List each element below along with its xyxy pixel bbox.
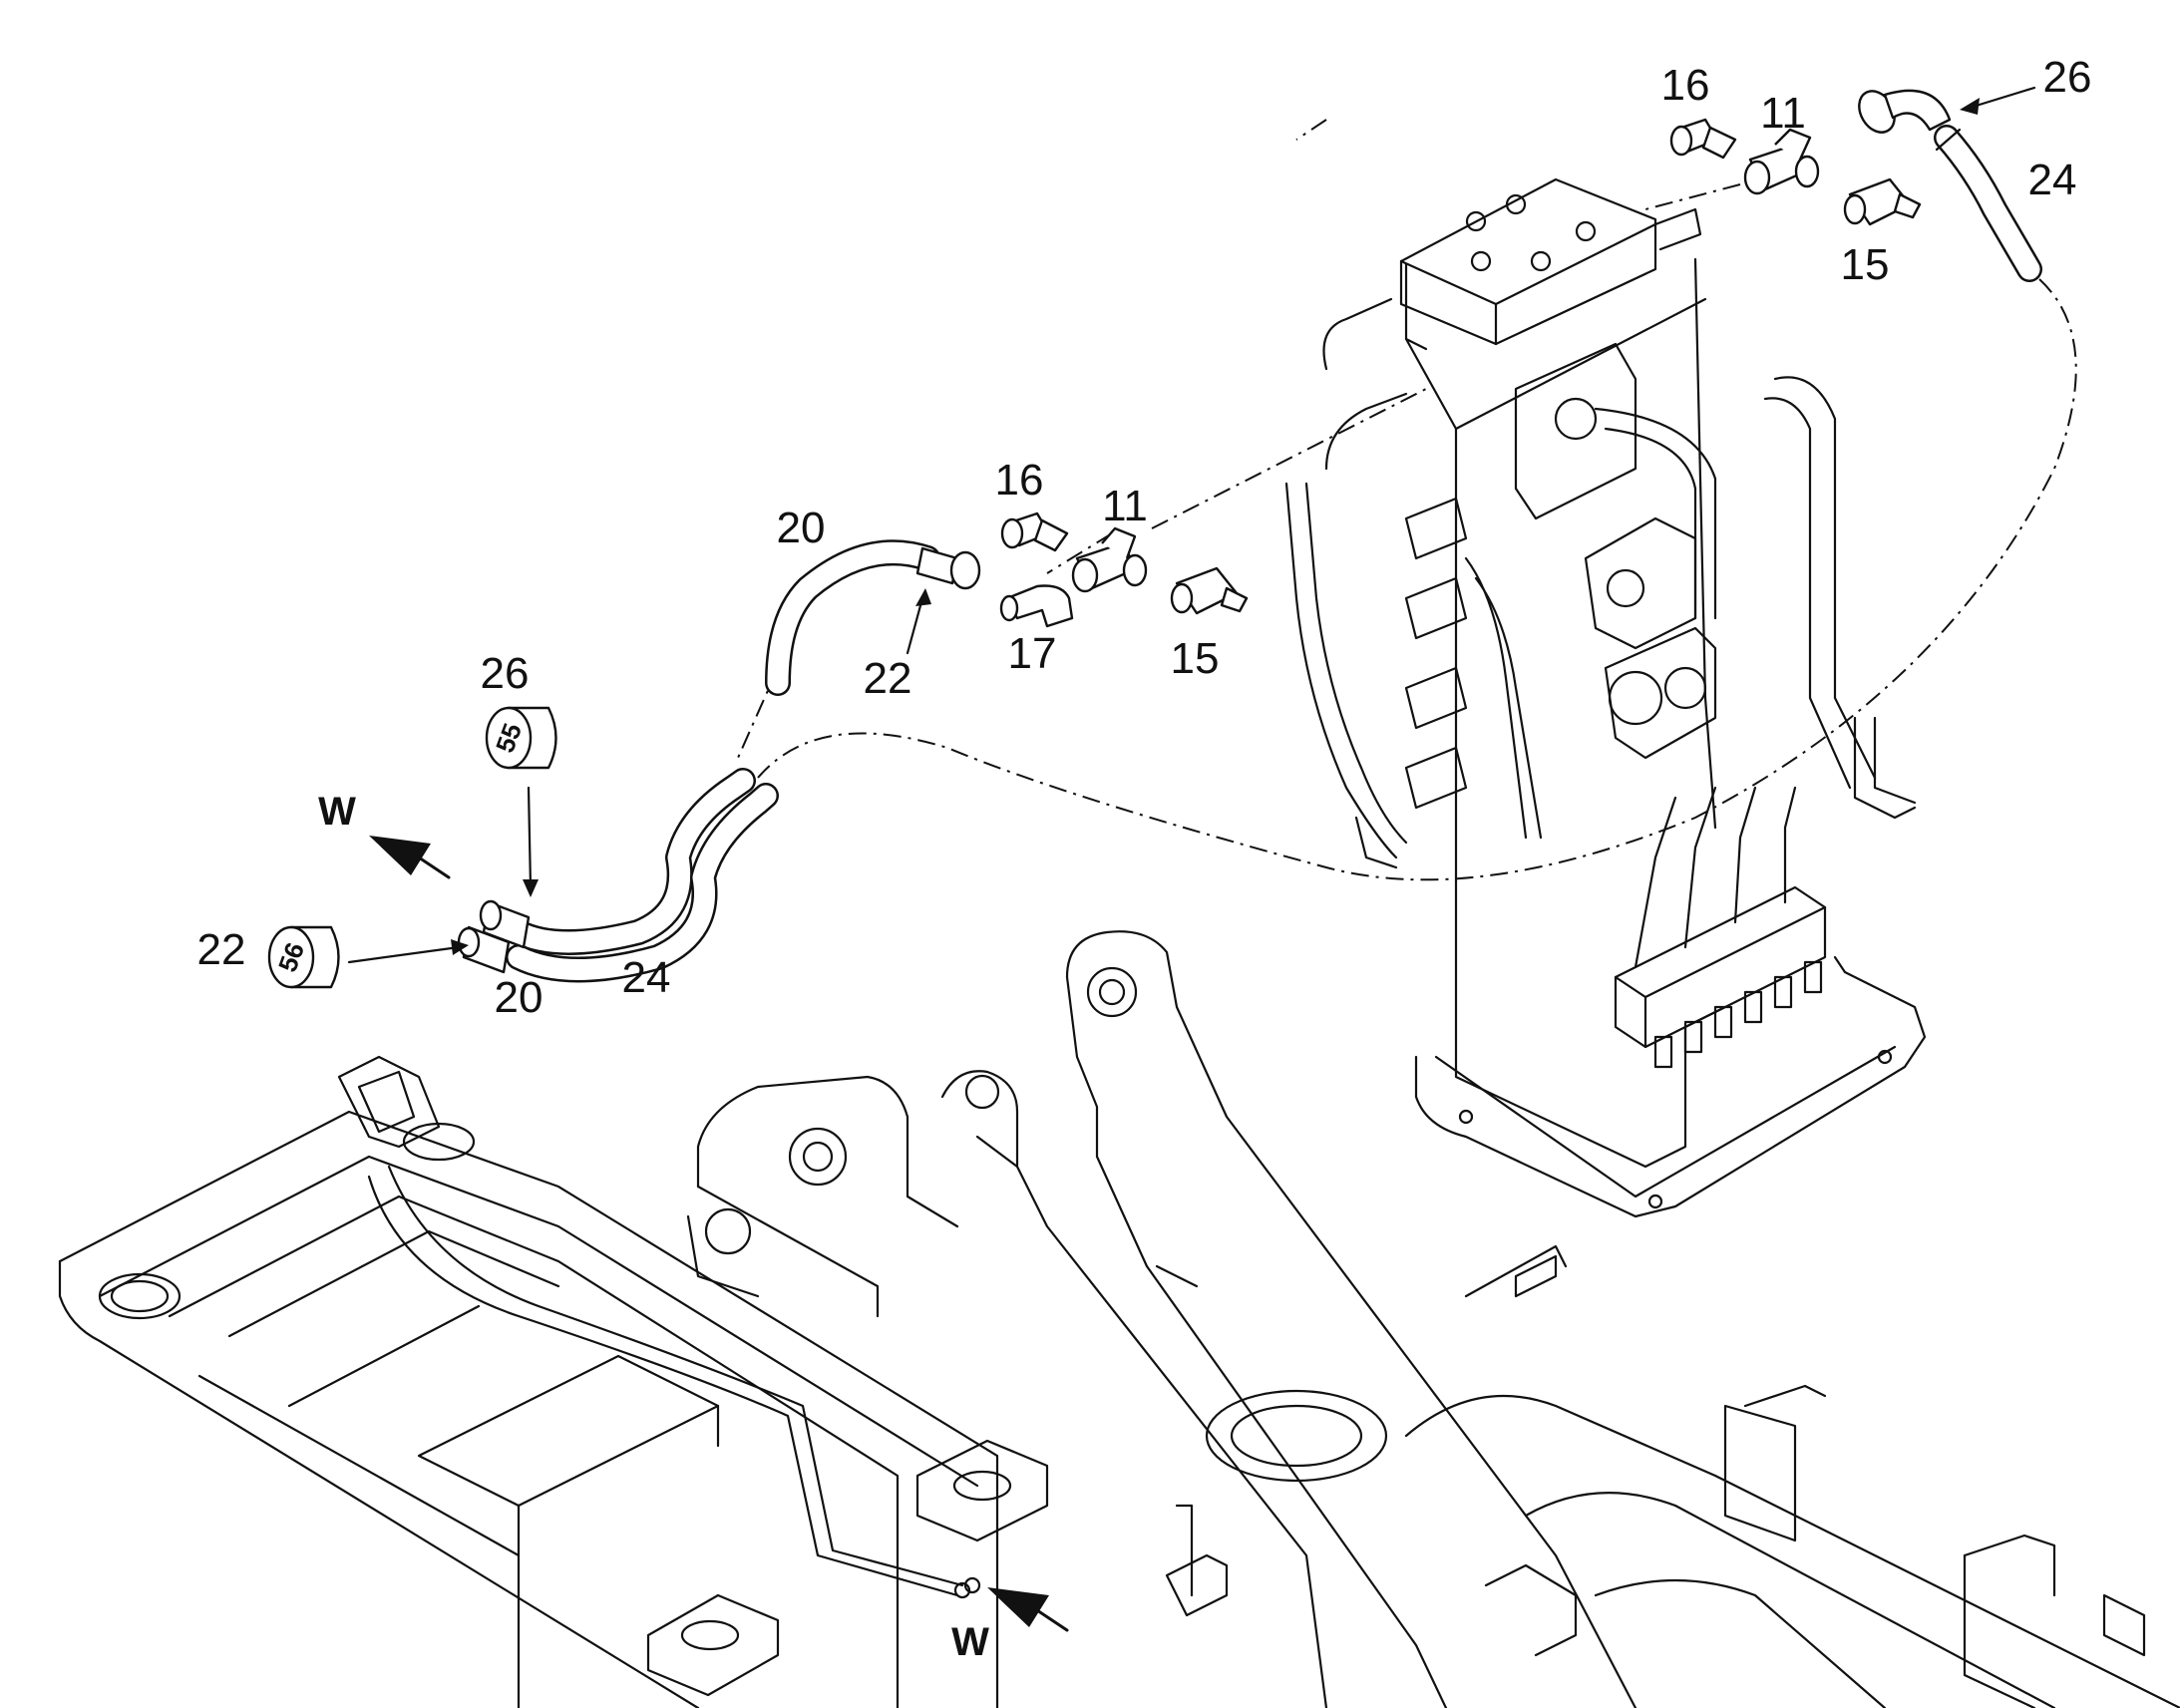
callout-15-mid: 15	[1171, 634, 1220, 683]
view-arrow-bottom	[987, 1587, 1069, 1632]
adapter-16-top	[1669, 118, 1737, 160]
end-fittings	[457, 899, 531, 974]
callout-24-left: 24	[622, 953, 671, 1002]
top-fitting-group	[1669, 89, 2042, 282]
callout-17-mid: 17	[1008, 629, 1057, 678]
middle-fitting-group	[765, 512, 1249, 696]
manifold-fittings	[1653, 960, 1823, 1069]
tee-11-top	[1743, 128, 1820, 195]
callout-24-top: 24	[2028, 156, 2077, 204]
callout-15-top: 15	[1841, 240, 1890, 289]
callout-26-top: 26	[2043, 53, 2092, 102]
view-arrow-left	[369, 836, 451, 879]
leader-arrows	[347, 86, 2036, 964]
callout-20-mid: 20	[777, 504, 826, 552]
chassis-frame	[58, 930, 2180, 1708]
badge-55: 55	[485, 706, 557, 770]
elbow-fitting-26-top	[1858, 89, 1952, 134]
badge-56: 56	[267, 925, 340, 989]
callout-16-top: 16	[1661, 61, 1710, 110]
adapter-16-mid	[1000, 512, 1069, 552]
crimp-22-mid	[915, 546, 981, 590]
callout-16-mid: 16	[995, 456, 1044, 505]
callout-11-top: 11	[1760, 89, 1806, 138]
callout-11-mid: 11	[1102, 482, 1148, 530]
callout-22-mid: 22	[864, 654, 912, 703]
callout-20-left: 20	[495, 973, 544, 1022]
callout-22-left: 22	[197, 925, 246, 974]
callout-labels: 16 11 26 24 15 16 11 20 22 17 15 26 22 2…	[197, 53, 2092, 1664]
pressure-switch-15-mid	[1170, 566, 1249, 615]
left-hose-assembly	[457, 768, 779, 983]
elbow-17-mid	[999, 584, 1074, 628]
valve-tower	[1284, 177, 1927, 1218]
view-label-w-bottom: W	[951, 1620, 989, 1664]
callout-26-left: 26	[481, 649, 530, 698]
pressure-switch-15-top	[1843, 177, 1922, 226]
tee-11-mid	[1071, 526, 1148, 593]
view-label-w-left: W	[318, 790, 356, 834]
